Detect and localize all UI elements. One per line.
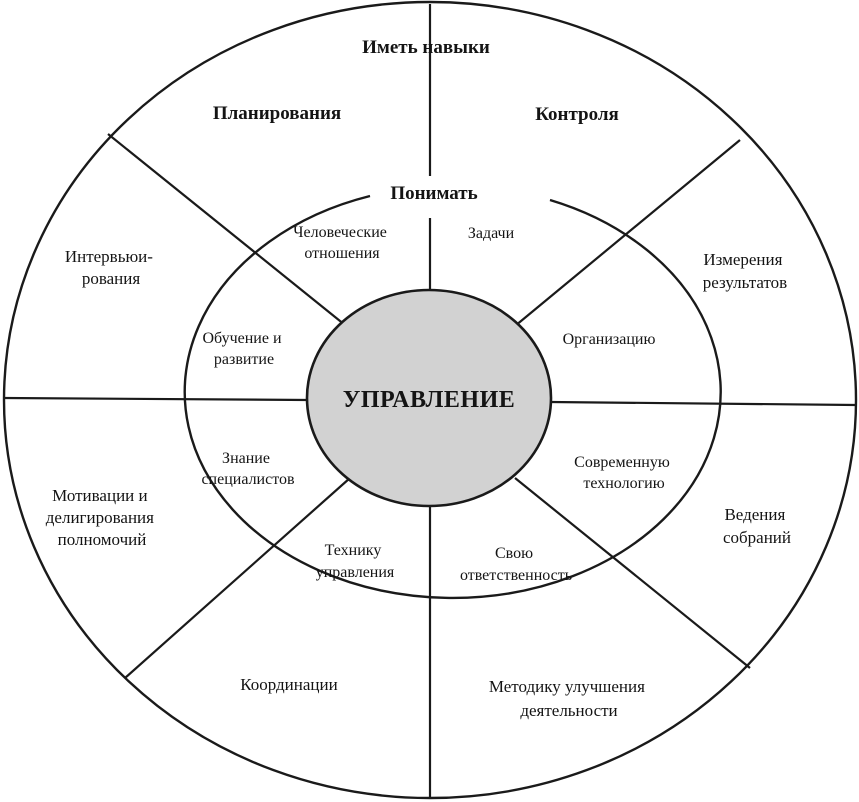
inner-label-specialists: Знание специалистов — [201, 450, 295, 488]
outer-label-interviewing: Интервьюи- рования — [65, 247, 157, 288]
center-label: УПРАВЛЕНИЕ — [343, 387, 516, 413]
outer-ring-heading: Иметь навыки — [362, 37, 490, 58]
outer-label-control: Контроля — [535, 104, 619, 125]
outer-label-methods: Методику улучшения деятельности — [489, 677, 649, 720]
inner-label-tasks: Задачи — [468, 225, 515, 242]
inner-label-technology: Современную технологию — [574, 454, 674, 492]
spoke-left — [3, 396, 309, 402]
outer-label-planning: Планирования — [213, 103, 341, 124]
spoke-lower-left — [124, 477, 351, 679]
inner-circle — [183, 194, 722, 600]
spoke-lower-right — [514, 477, 751, 669]
inner-ring-heading: Понимать — [390, 183, 477, 204]
outer-label-measurement: Измерения результатов — [703, 250, 787, 292]
inner-label-organization: Организацию — [563, 331, 656, 348]
inner-label-training: Обучение и развитие — [202, 330, 285, 368]
spoke-upper-right — [514, 139, 741, 327]
spoke-right — [549, 400, 857, 407]
outer-label-motivation: Мотивации и делигирования полномочий — [46, 486, 158, 549]
inner-label-responsibility: Свою ответственность — [460, 545, 572, 584]
outer-label-meetings: Ведения собраний — [723, 505, 791, 547]
inner-label-human-relations: Человеческие отношения — [293, 224, 391, 262]
spoke-upper-left — [107, 133, 346, 326]
inner-label-technique: Технику управления — [316, 542, 395, 581]
outer-label-coordination: Координации — [240, 675, 337, 694]
center-ellipse — [305, 288, 553, 508]
